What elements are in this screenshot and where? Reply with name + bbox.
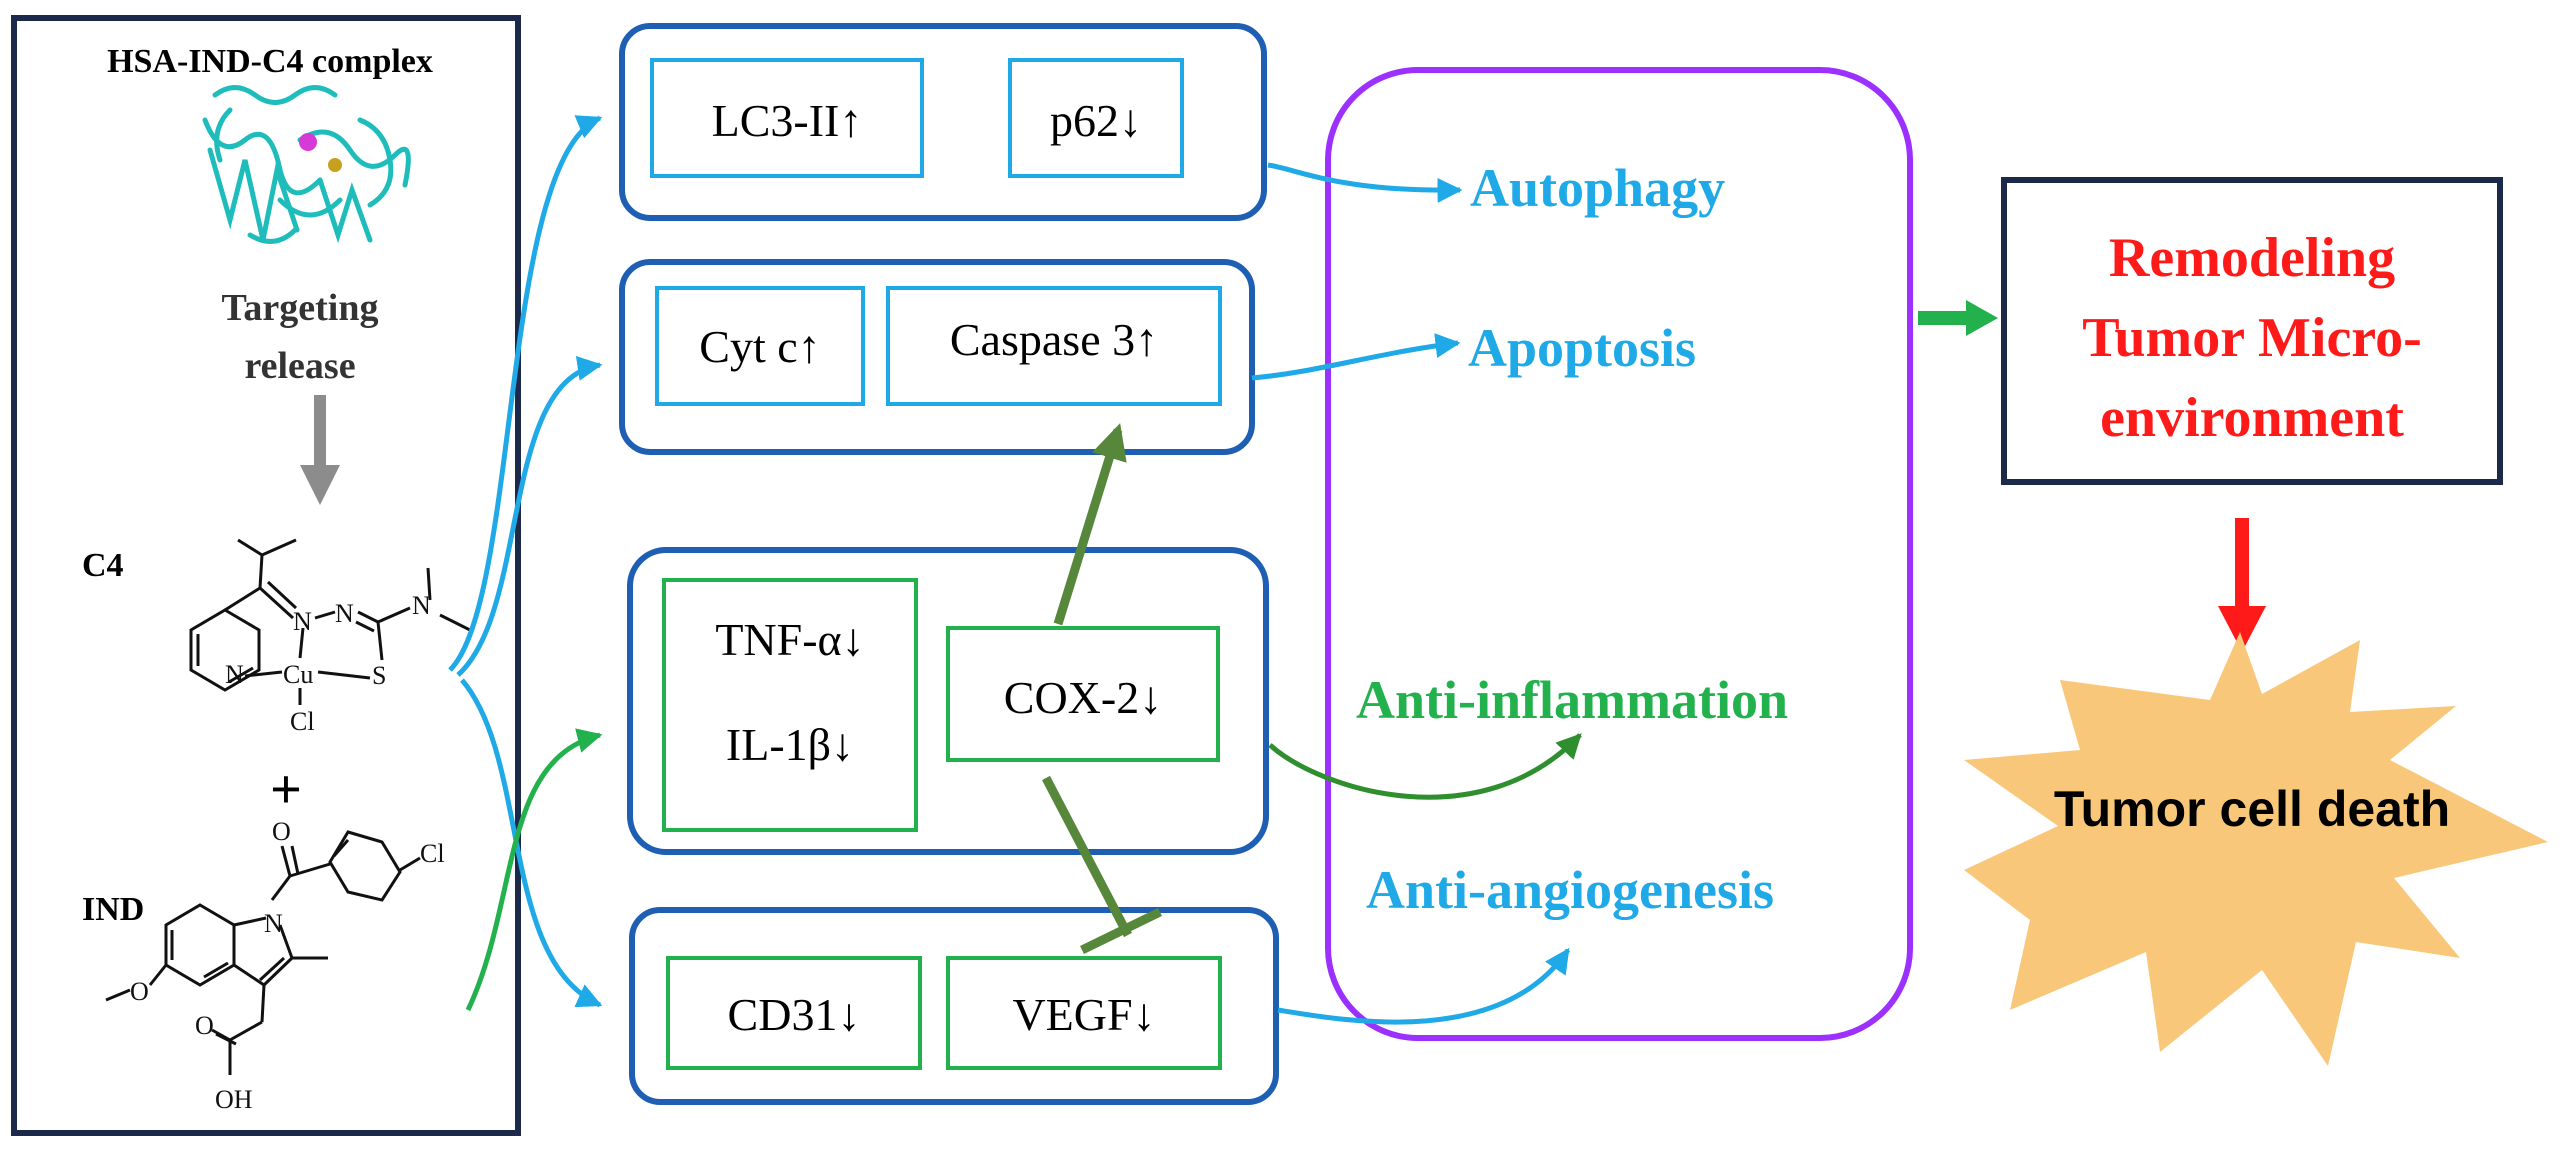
remodeling-line2: Tumor Micro- [2082,307,2422,369]
marker-il1b: IL-1β↓ [726,719,854,770]
arrow-to-angiogenesis-markers [460,678,603,1008]
atom-label: O [130,977,149,1006]
inhibition-bar [1080,907,1162,955]
ind-label: IND [82,891,144,928]
outcome-autophagy: Autophagy [1470,158,1725,218]
marker-vegf: VEGF↓ [1012,989,1155,1040]
ligand-marker [299,133,317,151]
process-label: release [244,345,355,387]
atom-label: N [335,599,354,628]
arrow-to-remodeling-head [1966,300,1998,336]
angiogenesis-marker-box [629,907,1279,1105]
marker-box [666,956,922,1070]
marker-box [886,286,1222,406]
marker-box [946,956,1222,1070]
arrow-to-apoptosis-markers [456,356,603,677]
process-label: Targeting [222,287,379,329]
atom-label: O [272,817,291,846]
atom-label: N [264,909,283,938]
marker-p62: p62↓ [1050,95,1142,146]
inflammation-marker-box [627,547,1269,855]
atom-label: N [225,660,244,689]
outcome-panel [1325,67,1913,1041]
marker-caspase3: Caspase 3↑ [950,314,1158,365]
ind-structure [105,830,421,1075]
marker-cytc: Cyt c↑ [699,321,820,372]
atom-label: OH [215,1085,253,1114]
arrow-to-inflammation-markers [465,728,603,1012]
complex-title: HSA-IND-C4 complex [107,43,433,80]
atom-label: N [412,591,431,620]
arrow-to-death-head [2218,606,2266,652]
marker-box [650,58,924,178]
marker-cd31: CD31↓ [728,989,861,1040]
marker-tnf: TNF-α↓ [715,614,864,665]
release-arrow-head [300,465,340,505]
cox2-activates-caspase3 [1053,423,1127,626]
marker-box [1008,58,1184,178]
left-panel-frame [11,15,521,1136]
remodeling-line3: environment [2100,387,2404,449]
marker-box [662,578,918,832]
arrow-to-anti-inflammation [1268,733,1582,800]
marker-cox2: COX-2↓ [1004,672,1162,723]
marker-lc3: LC3-II↑ [712,95,863,146]
arrow-to-anti-angiogenesis [1277,947,1571,1025]
outcome-anti-angiogenesis: Anti-angiogenesis [1366,860,1774,920]
atom-label: Cl [290,707,315,736]
ligand-marker [328,158,342,172]
cell-death-burst [1964,632,2548,1066]
cox2-inhibits-vegf [1042,775,1132,938]
atom-label: S [372,661,386,690]
arrow-to-autophagy-markers [448,115,603,672]
c4-atoms: N N N N Cu S Cl [225,591,431,736]
final-outcome: Tumor cell death [2054,781,2450,837]
marker-box [655,286,865,406]
c4-structure [189,538,471,705]
atom-label: N [293,607,312,636]
remodeling-line1: Remodeling [2109,227,2395,289]
ind-atoms: N O Cl O O OH [130,817,445,1114]
atom-label: Cu [283,660,313,689]
marker-box [946,626,1220,762]
apoptosis-marker-box [619,259,1255,455]
outcome-anti-inflammation: Anti-inflammation [1356,670,1788,730]
atom-label: Cl [420,839,445,868]
atom-label: O [195,1011,214,1040]
c4-label: C4 [82,547,124,584]
remodeling-box [2001,177,2503,485]
outcome-apoptosis: Apoptosis [1468,318,1696,378]
arrow-to-apoptosis [1251,333,1461,381]
arrow-to-autophagy [1267,162,1463,203]
hsa-protein-image [202,85,411,244]
autophagy-marker-box [619,23,1267,221]
plus-sign: + [270,759,302,821]
